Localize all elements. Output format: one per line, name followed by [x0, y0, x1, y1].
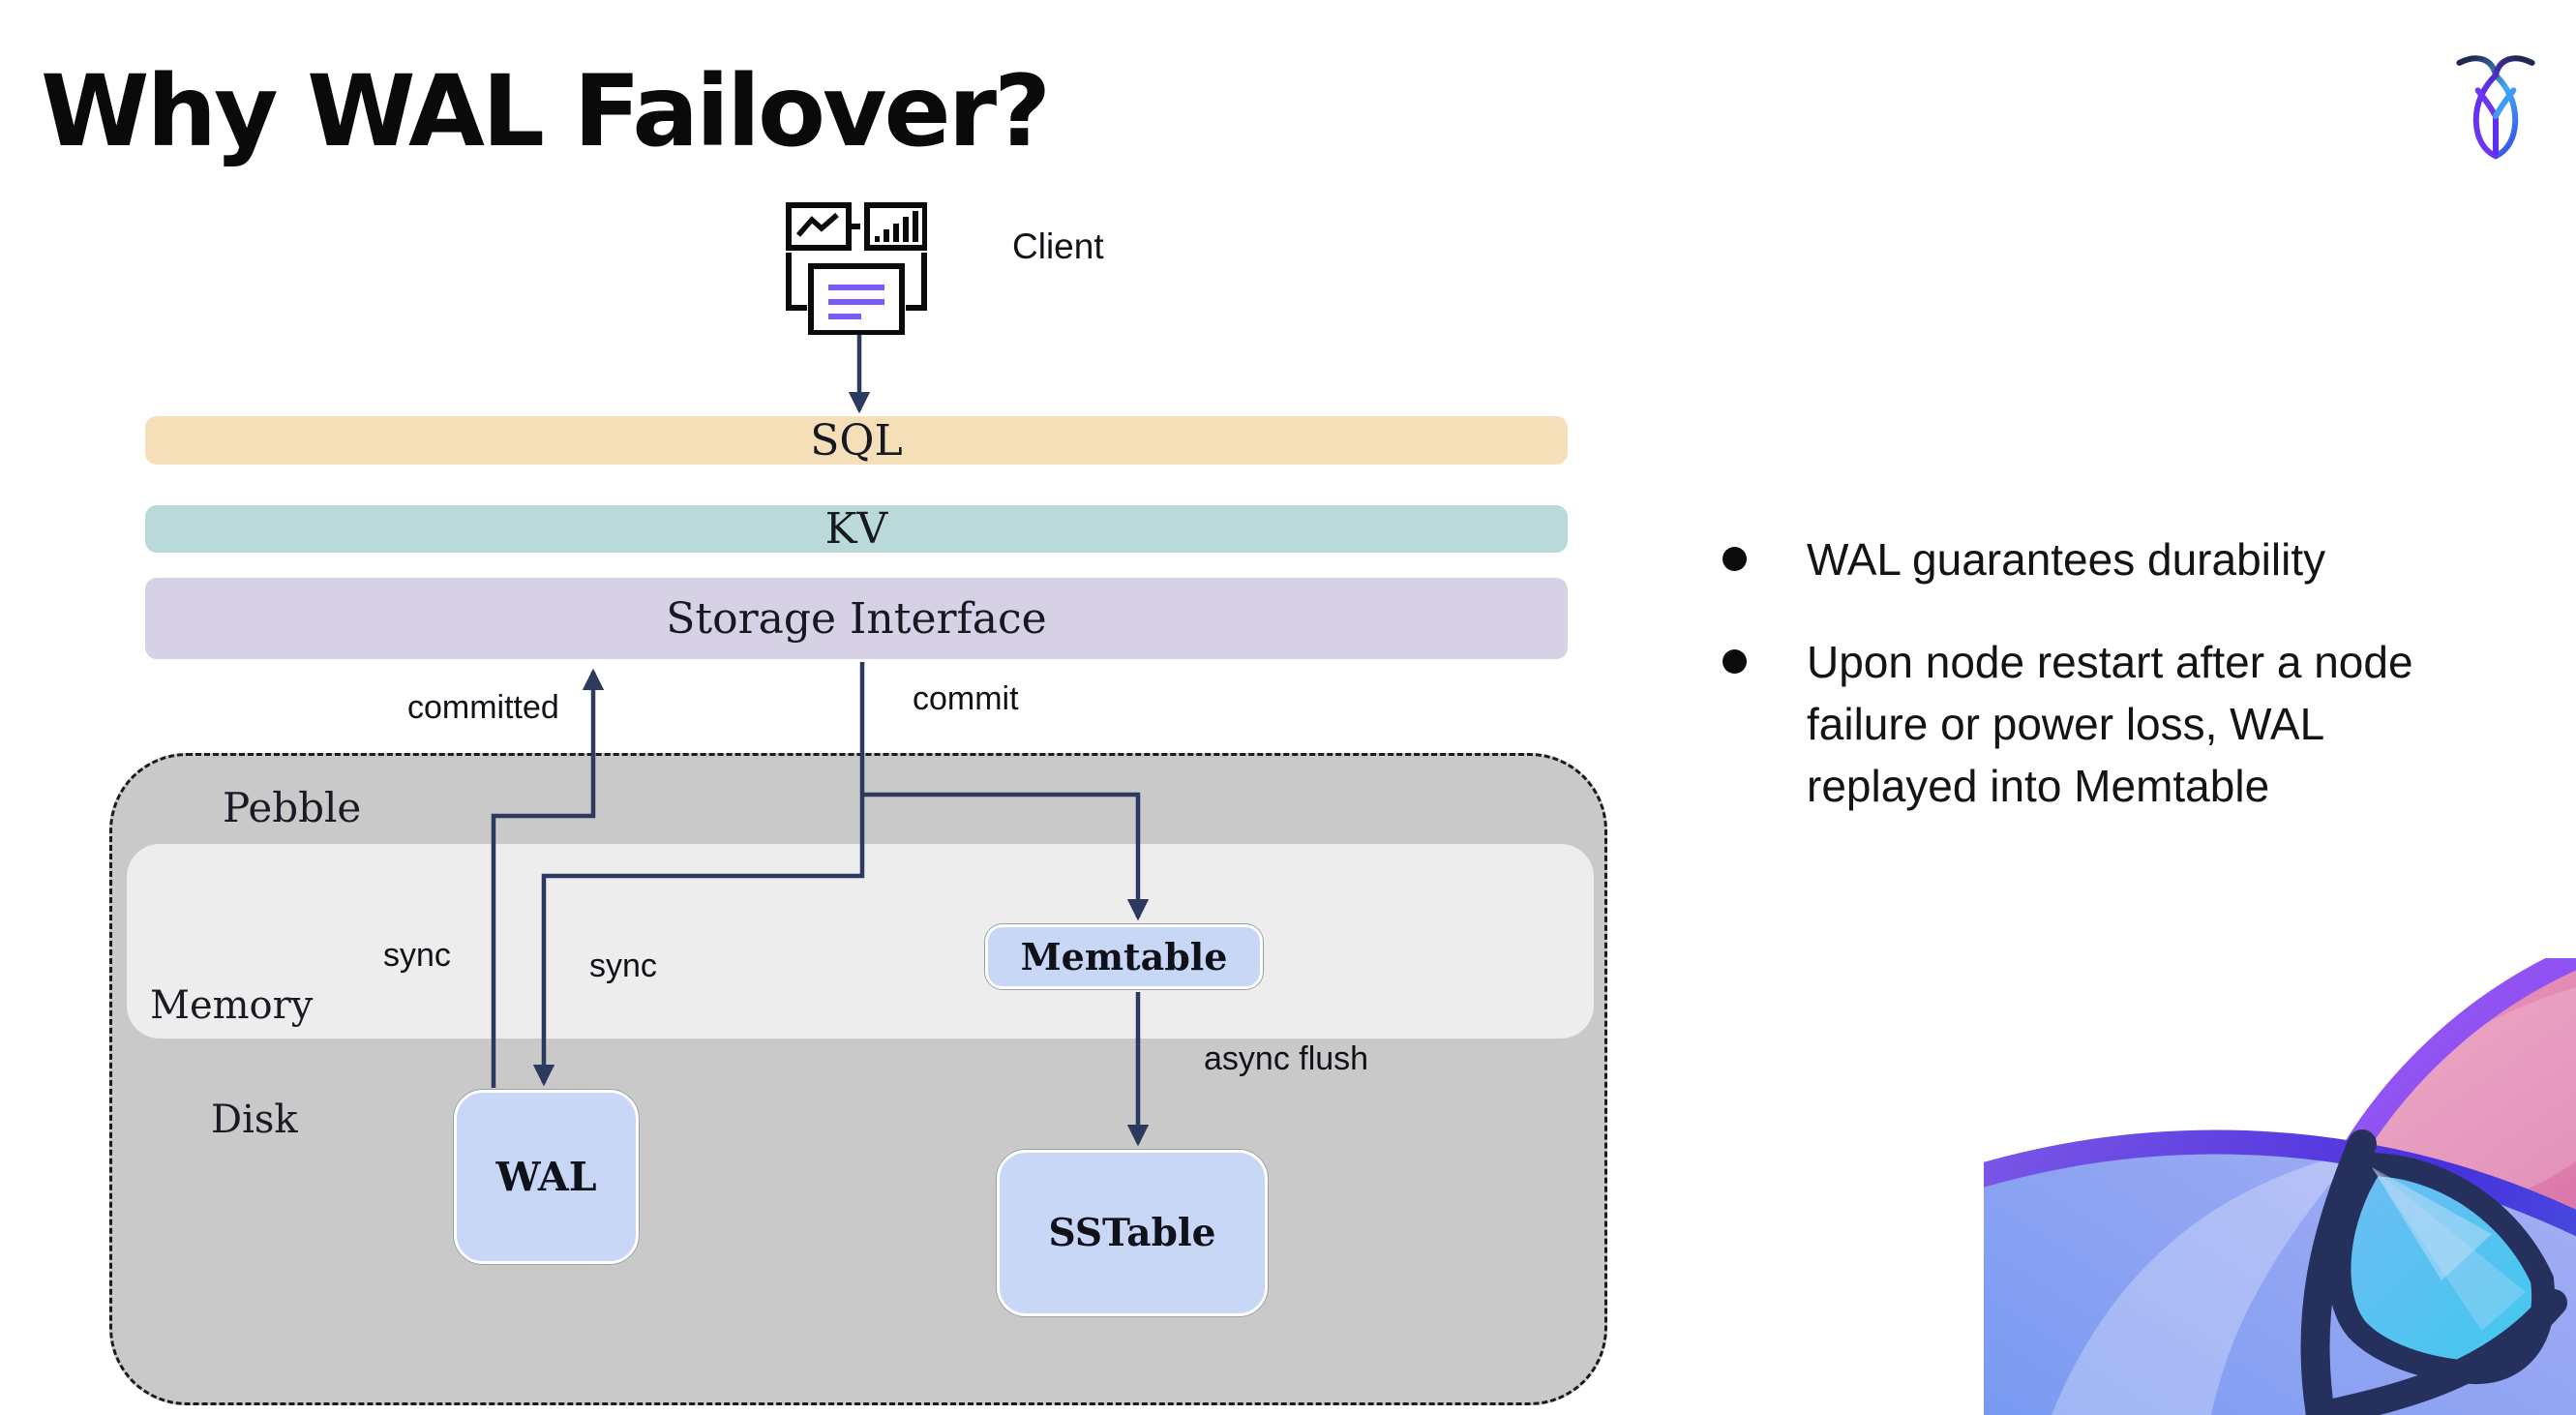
node-memtable-label: Memtable	[1020, 935, 1228, 978]
edge-label-commit: commit	[913, 680, 1019, 717]
disk-label: Disk	[211, 1098, 298, 1142]
layer-sql: SQL	[145, 415, 1568, 466]
layer-storage-interface: Storage Interface	[145, 578, 1568, 659]
bullet-dot-icon	[1722, 649, 1747, 674]
layer-sql-label: SQL	[810, 415, 903, 466]
layer-kv: KV	[145, 504, 1568, 554]
client-label: Client	[1012, 226, 1104, 266]
bullet-list: WAL guarantees durability Upon node rest…	[1713, 528, 2576, 858]
node-wal-label: WAL	[495, 1154, 597, 1200]
page-title: Why WAL Failover?	[41, 54, 1051, 169]
bullet-text: Upon node restart after a node failure o…	[1807, 637, 2413, 811]
layer-storage-label: Storage Interface	[666, 593, 1047, 644]
layer-kv-label: KV	[824, 504, 888, 554]
list-item: WAL guarantees durability	[1713, 528, 2576, 590]
memory-label: Memory	[150, 983, 314, 1028]
cockroachdb-logo-icon	[2456, 55, 2535, 160]
node-memtable: Memtable	[985, 924, 1263, 989]
bullet-dot-icon	[1722, 547, 1747, 571]
edge-label-async-flush: async flush	[1204, 1040, 1369, 1077]
node-wal: WAL	[454, 1090, 639, 1264]
pebble-label: Pebble	[223, 784, 362, 831]
node-sstable: SSTable	[997, 1150, 1268, 1316]
edge-label-committed: committed	[407, 689, 559, 726]
decorative-brand-graphic	[1984, 958, 2576, 1415]
edge-label-sync-right: sync	[589, 948, 657, 984]
edge-label-sync-left: sync	[383, 937, 451, 974]
bullet-text: WAL guarantees durability	[1807, 534, 2326, 585]
node-sstable-label: SSTable	[1048, 1211, 1216, 1255]
memory-region	[127, 844, 1594, 1039]
client-dashboard-icon	[786, 202, 927, 335]
list-item: Upon node restart after a node failure o…	[1713, 631, 2576, 817]
